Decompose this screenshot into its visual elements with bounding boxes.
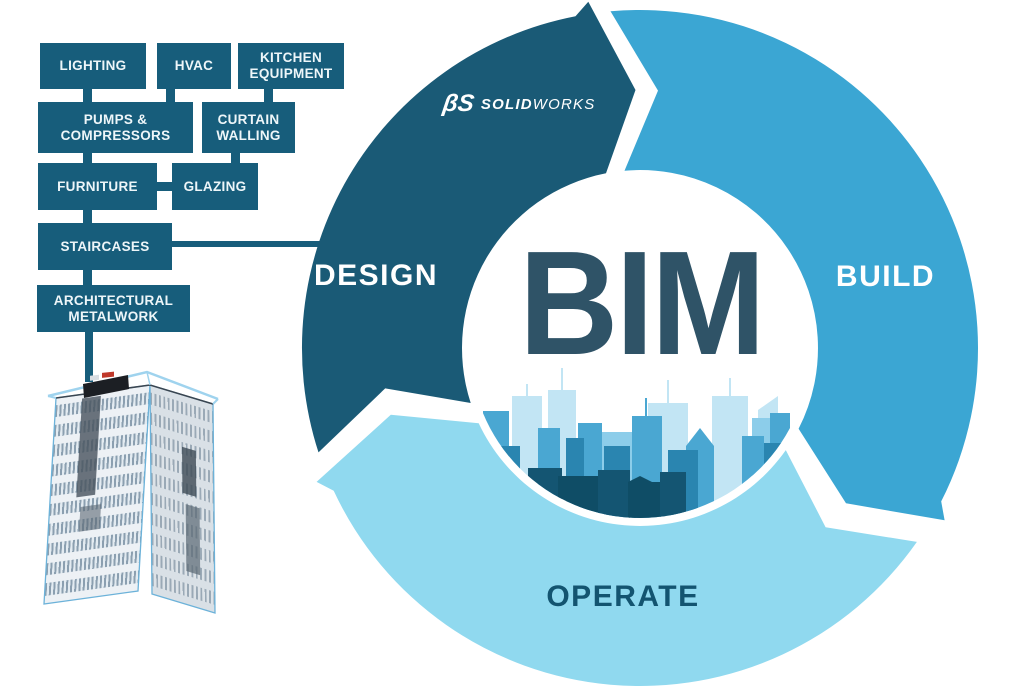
connector-line: [83, 210, 92, 223]
bim-title: BIM: [519, 221, 766, 386]
build-label: BUILD: [835, 260, 936, 293]
operate-label: OPERATE: [546, 580, 700, 613]
solidworks-wordmark-light: WORKS: [532, 95, 596, 113]
building-3d-render: [30, 366, 235, 616]
component-box-architectural-metalwork: ARCHITECTURAL METALWORK: [37, 285, 190, 332]
connector-line: [83, 153, 92, 163]
connector-line: [166, 89, 175, 102]
component-box-lighting: LIGHTING: [40, 43, 146, 89]
connector-line: [157, 182, 172, 191]
rooftop-sign: [83, 371, 129, 398]
solidworks-logo: βS SOLIDWORKS: [441, 88, 596, 120]
segment-operate: [316, 414, 917, 686]
segment-build: [610, 10, 979, 521]
solidworks-wordmark: SOLIDWORKS: [481, 96, 596, 113]
dassault-3ds-icon: βS: [441, 90, 476, 117]
connector-line: [83, 270, 92, 285]
connector-line-staircases-to-cycle: [172, 241, 324, 247]
component-box-hvac: HVAC: [157, 43, 231, 89]
component-box-curtain-walling: CURTAIN WALLING: [202, 102, 295, 153]
solidworks-wordmark-bold: SOLID: [480, 95, 533, 113]
component-box-furniture: FURNITURE: [38, 163, 157, 210]
segment-design: [301, 1, 636, 453]
connector-line: [231, 153, 240, 163]
component-box-staircases: STAIRCASES: [38, 223, 172, 270]
component-box-kitchen-equipment: KITCHEN EQUIPMENT: [238, 43, 344, 89]
component-box-glazing: GLAZING: [172, 163, 258, 210]
component-box-pumps-compressors: PUMPS & COMPRESSORS: [38, 102, 193, 153]
design-label: DESIGN: [313, 259, 439, 292]
connector-line-to-building: [85, 332, 93, 382]
connector-line: [83, 89, 92, 102]
connector-line: [264, 89, 273, 102]
